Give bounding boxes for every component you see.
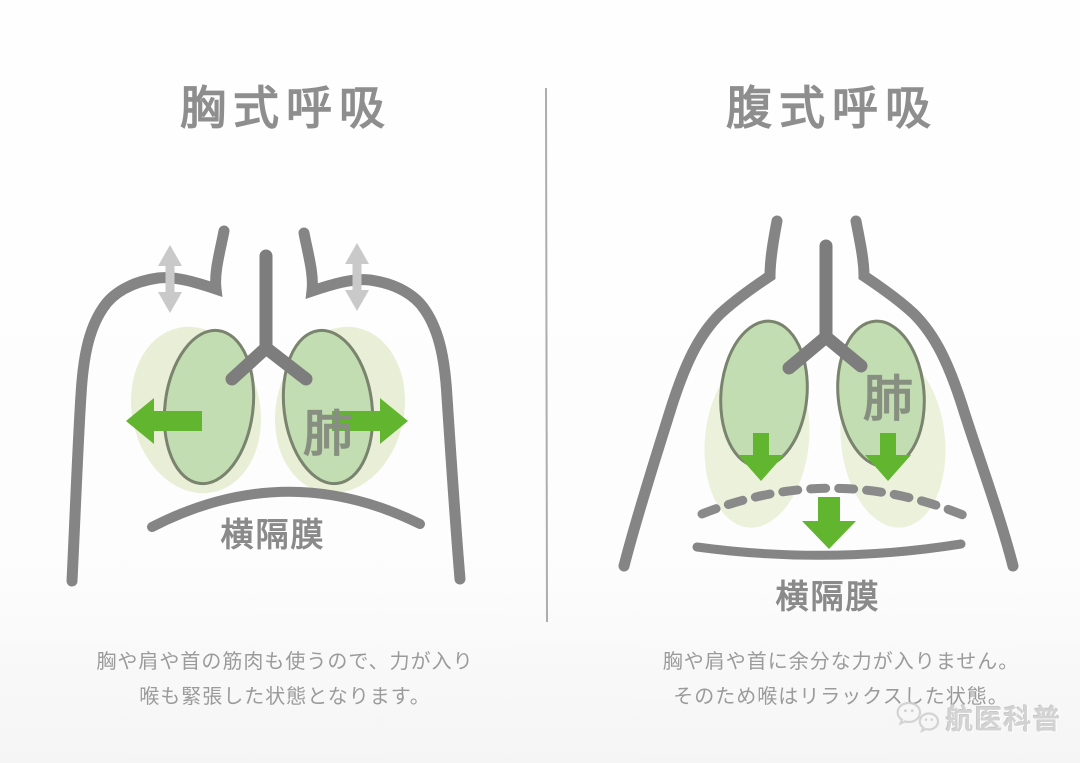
- diaphragm-dashed-line: [697, 483, 968, 520]
- diaphragm-line: [147, 486, 425, 532]
- shoulder-rise-arrow-right: [345, 243, 369, 311]
- abdominal-breathing-title: 腹式呼吸: [726, 81, 938, 135]
- shoulder-rise-arrow-left: [158, 245, 182, 313]
- lung-down-arrow-left: [738, 433, 784, 481]
- watermark: 航医科普: [896, 698, 1062, 737]
- expand-arrow-right: [332, 398, 408, 444]
- chest-breathing-figure: [66, 225, 466, 587]
- body-outline-left: [618, 215, 783, 572]
- diaphragm-label: 横隔膜: [220, 515, 326, 554]
- caption-line: 喉も緊張した状態となります。: [139, 684, 431, 708]
- caption-line: そのため喉はリラックスした状態。: [673, 684, 1009, 708]
- right-lung: [281, 328, 375, 486]
- wechat-icon: [896, 701, 940, 733]
- chest-breathing-title: 胸式呼吸: [180, 81, 392, 135]
- bronchi: [225, 341, 313, 386]
- expand-arrow-left: [126, 398, 202, 444]
- diaphragm-down-arrow: [802, 497, 856, 549]
- left-lung: [162, 328, 256, 486]
- caption-line: 胸や肩や首に余分な力が入りません。: [662, 649, 1020, 673]
- panel-divider-line: [545, 87, 548, 623]
- diaphragm-label: 横隔膜: [775, 577, 881, 616]
- chest-breathing-caption: 胸や肩や首の筋肉も使うので、力が入り 喉も緊張した状態となります。: [38, 644, 532, 714]
- body-outline-right: [850, 215, 1019, 572]
- diaphragm-line: [692, 539, 966, 560]
- lung-down-arrow-right: [865, 433, 911, 481]
- body-outline-right: [298, 227, 466, 585]
- bronchi: [782, 330, 868, 375]
- body-outline-left: [66, 225, 230, 587]
- abdominal-breathing-caption: 胸や肩や首に余分な力が入りません。 そのため喉はリラックスした状態。: [616, 644, 1066, 714]
- watermark-text: 航医科普: [946, 705, 1062, 736]
- caption-line: 胸や肩や首の筋肉も使うので、力が入り: [96, 649, 474, 673]
- abdominal-breathing-figure: [618, 215, 1019, 572]
- lung-label: 肺: [863, 370, 913, 428]
- lung-label: 肺: [303, 405, 353, 463]
